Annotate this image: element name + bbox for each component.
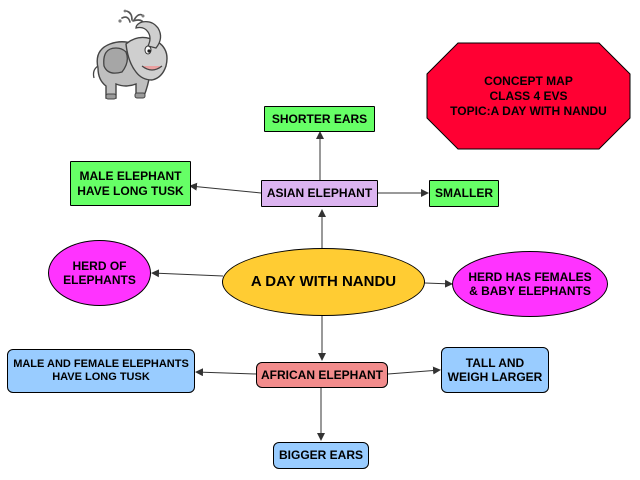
node-african-elephant: AFRICAN ELEPHANT: [256, 362, 388, 388]
edge-african-to-tall: [387, 366, 441, 375]
node-label: SHORTER EARS: [271, 111, 368, 126]
node-label: BIGGER EARS: [278, 448, 363, 463]
node-label: HERD OF ELEPHANTS: [63, 258, 136, 287]
node-male-and-female-long-tusk: MALE AND FEMALE ELEPHANTS HAVE LONG TUSK: [7, 349, 195, 393]
node-label: MALE ELEPHANT HAVE LONG TUSK: [77, 169, 184, 198]
node-smaller: SMALLER: [429, 180, 499, 207]
node-label: AFRICAN ELEPHANT: [261, 367, 383, 382]
elephant-icon: [92, 9, 168, 100]
node-label: A DAY WITH NANDU: [250, 273, 397, 290]
header-line-3: TOPIC:A DAY WITH NANDU: [450, 103, 607, 118]
edge-center-to-herd-females: [424, 279, 453, 288]
node-male-elephant-long-tusk: MALE ELEPHANT HAVE LONG TUSK: [70, 161, 191, 206]
node-label: SMALLER: [435, 186, 493, 201]
node-label: HERD HAS FEMALES & BABY ELEPHANTS: [468, 269, 592, 298]
header-line-1: CONCEPT MAP: [484, 73, 573, 88]
header-line-2: CLASS 4 EVS: [489, 88, 568, 103]
node-herd-has-females: HERD HAS FEMALES & BABY ELEPHANTS: [452, 251, 608, 317]
node-center-a-day-with-nandu: A DAY WITH NANDU: [222, 248, 425, 316]
node-bigger-ears: BIGGER EARS: [273, 442, 369, 469]
edge-center-to-herd-of-elephants: [151, 269, 224, 278]
node-asian-elephant: ASIAN ELEPHANT: [261, 180, 378, 207]
edge-asian-to-male-tusk: [189, 182, 262, 194]
title-octagon: CONCEPT MAP CLASS 4 EVS TOPIC:A DAY WITH…: [426, 42, 631, 150]
edge-african-to-both-tusk: [195, 368, 257, 377]
node-tall-and-weigh-larger: TALL AND WEIGH LARGER: [441, 347, 549, 393]
node-label: ASIAN ELEPHANT: [266, 186, 373, 201]
node-shorter-ears: SHORTER EARS: [264, 106, 375, 132]
node-herd-of-elephants: HERD OF ELEPHANTS: [48, 240, 151, 306]
node-label: MALE AND FEMALE ELEPHANTS HAVE LONG TUSK: [13, 357, 189, 383]
octagon-shape: [426, 42, 631, 150]
node-label: TALL AND WEIGH LARGER: [447, 355, 543, 384]
